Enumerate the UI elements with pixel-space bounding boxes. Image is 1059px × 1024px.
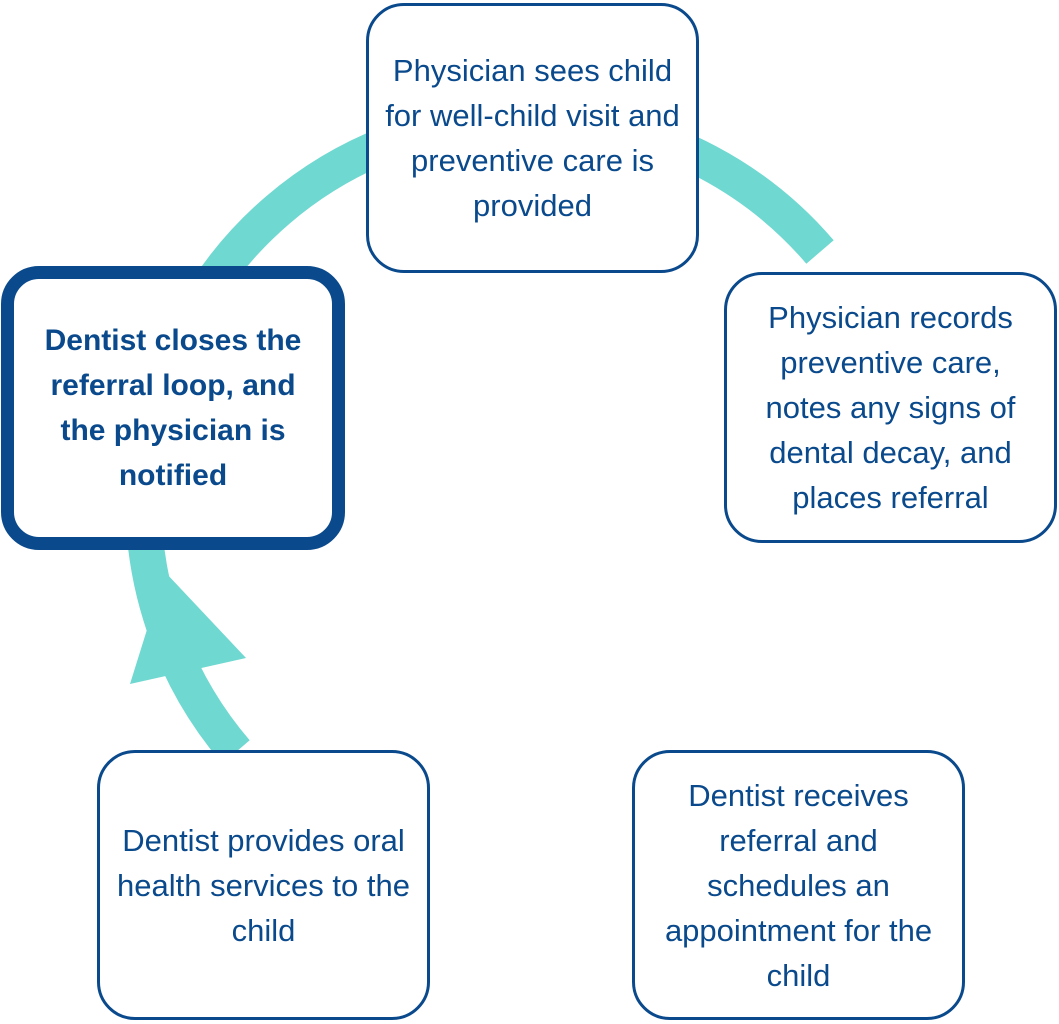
step-box-dentist-provides: Dentist provides oral health services to…	[97, 750, 430, 1020]
step-box-well-child-visit: Physician sees child for well-child visi…	[366, 3, 699, 273]
step-label-well-child-visit: Physician sees child for well-child visi…	[385, 53, 680, 223]
step-box-dentist-receives: Dentist receives referral and schedules …	[632, 750, 965, 1020]
step-box-closes-loop: Dentist closes the referral loop, and th…	[1, 266, 345, 550]
step-label-dentist-provides: Dentist provides oral health services to…	[117, 822, 410, 948]
cycle-arrowhead	[130, 572, 246, 684]
step-label-closes-loop: Dentist closes the referral loop, and th…	[44, 324, 302, 492]
step-label-records-referral: Physician records preventive care, notes…	[765, 300, 1016, 515]
step-label-dentist-receives: Dentist receives referral and schedules …	[664, 777, 933, 993]
step-box-records-referral: Physician records preventive care, notes…	[724, 272, 1057, 543]
